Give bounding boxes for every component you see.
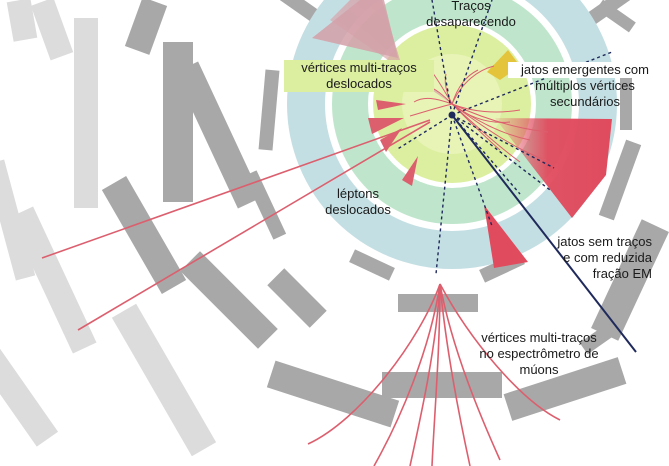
label-muon-vertices: vértices multi-traços no espectrômetro d… (479, 330, 599, 377)
detector-blocks (101, 0, 669, 428)
muon-track (451, 114, 637, 353)
label-displaced-leptons: léptons deslocados (325, 186, 391, 217)
dashed-neutral-tracks (395, 0, 613, 275)
label-disappearing-tracks: Traços desaparecendo (426, 0, 516, 29)
label-displaced-vertices: vértices multi-traços deslocados (284, 60, 434, 92)
label-emerging-jets: jatos emergentes com múltiplos vértices … (508, 62, 662, 110)
displaced-vertex-wedges (368, 100, 418, 186)
muon-vertex-tracks (307, 283, 561, 466)
interaction-point (448, 111, 456, 119)
outer-muon-chambers (0, 0, 217, 457)
displaced-lepton-tracks (41, 119, 431, 331)
inner-tracks (409, 65, 549, 163)
jet-yellow (487, 50, 520, 80)
jet-trackless-lower (484, 205, 528, 268)
label-trackless-jets: jatos sem traços e com reduzida fração E… (557, 234, 652, 281)
